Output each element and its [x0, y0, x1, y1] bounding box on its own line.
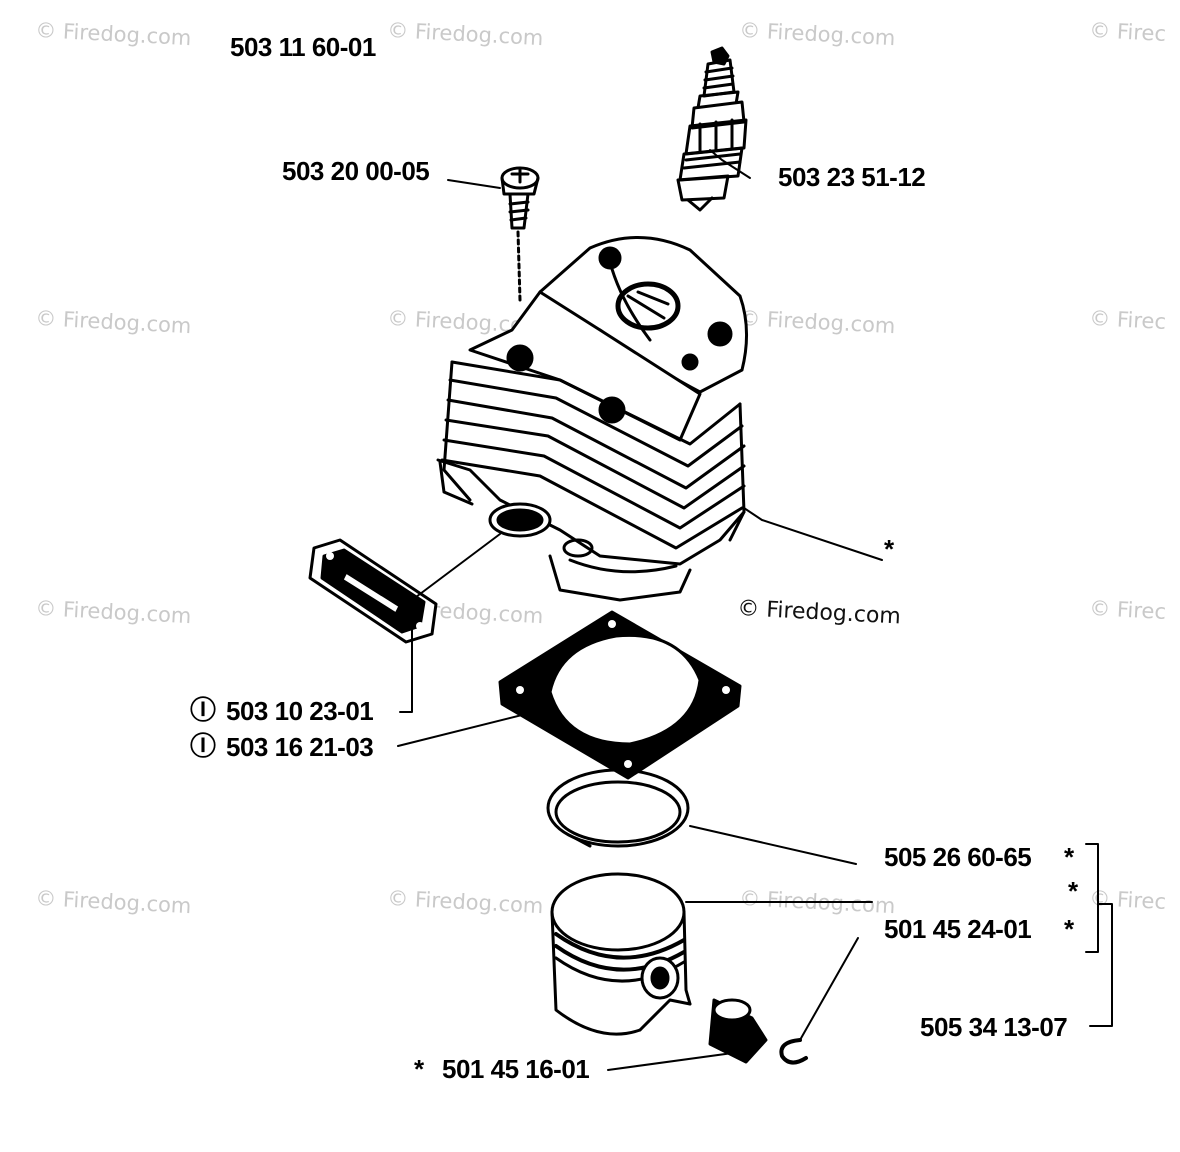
part-label-cylinder-star: * [884, 534, 894, 564]
part-label-cylinder-gasket: 503 16 21-03 [226, 732, 374, 762]
gasket-marker-icon: Ⓘ [190, 732, 216, 762]
needle-bearing-drawing [708, 998, 768, 1064]
circlip-drawing [779, 1038, 808, 1065]
part-label-screw: 503 20 00-05 [282, 156, 430, 186]
leader-lines [397, 149, 1113, 1071]
spark-plug-drawing [676, 46, 748, 212]
bracket-mid-star: * [1068, 876, 1078, 906]
screw-drawing [500, 166, 540, 302]
exhaust-gasket-drawing [308, 538, 438, 644]
part-label-piston: 501 45 24-01 [884, 914, 1032, 944]
piston-star: * [1064, 914, 1074, 944]
part-label-piston-ring: 505 26 60-65 [884, 842, 1032, 872]
piston-ring-drawing [546, 768, 690, 848]
bearing-star: * [414, 1054, 424, 1084]
cylinder-drawing [436, 236, 749, 602]
piston-ring-star: * [1064, 842, 1074, 872]
part-label-exhaust-gasket: 503 10 23-01 [226, 696, 374, 726]
part-label-needle-bearing: 501 45 16-01 [442, 1054, 590, 1084]
part-label-kit: 505 34 13-07 [920, 1012, 1068, 1042]
piston-drawing [550, 872, 692, 1036]
part-label-spark-plug: 503 23 51-12 [778, 162, 926, 192]
gasket-marker-icon: Ⓘ [190, 696, 216, 726]
assembly-number: 503 11 60-01 [230, 32, 376, 62]
cylinder-gasket-drawing [498, 610, 742, 780]
